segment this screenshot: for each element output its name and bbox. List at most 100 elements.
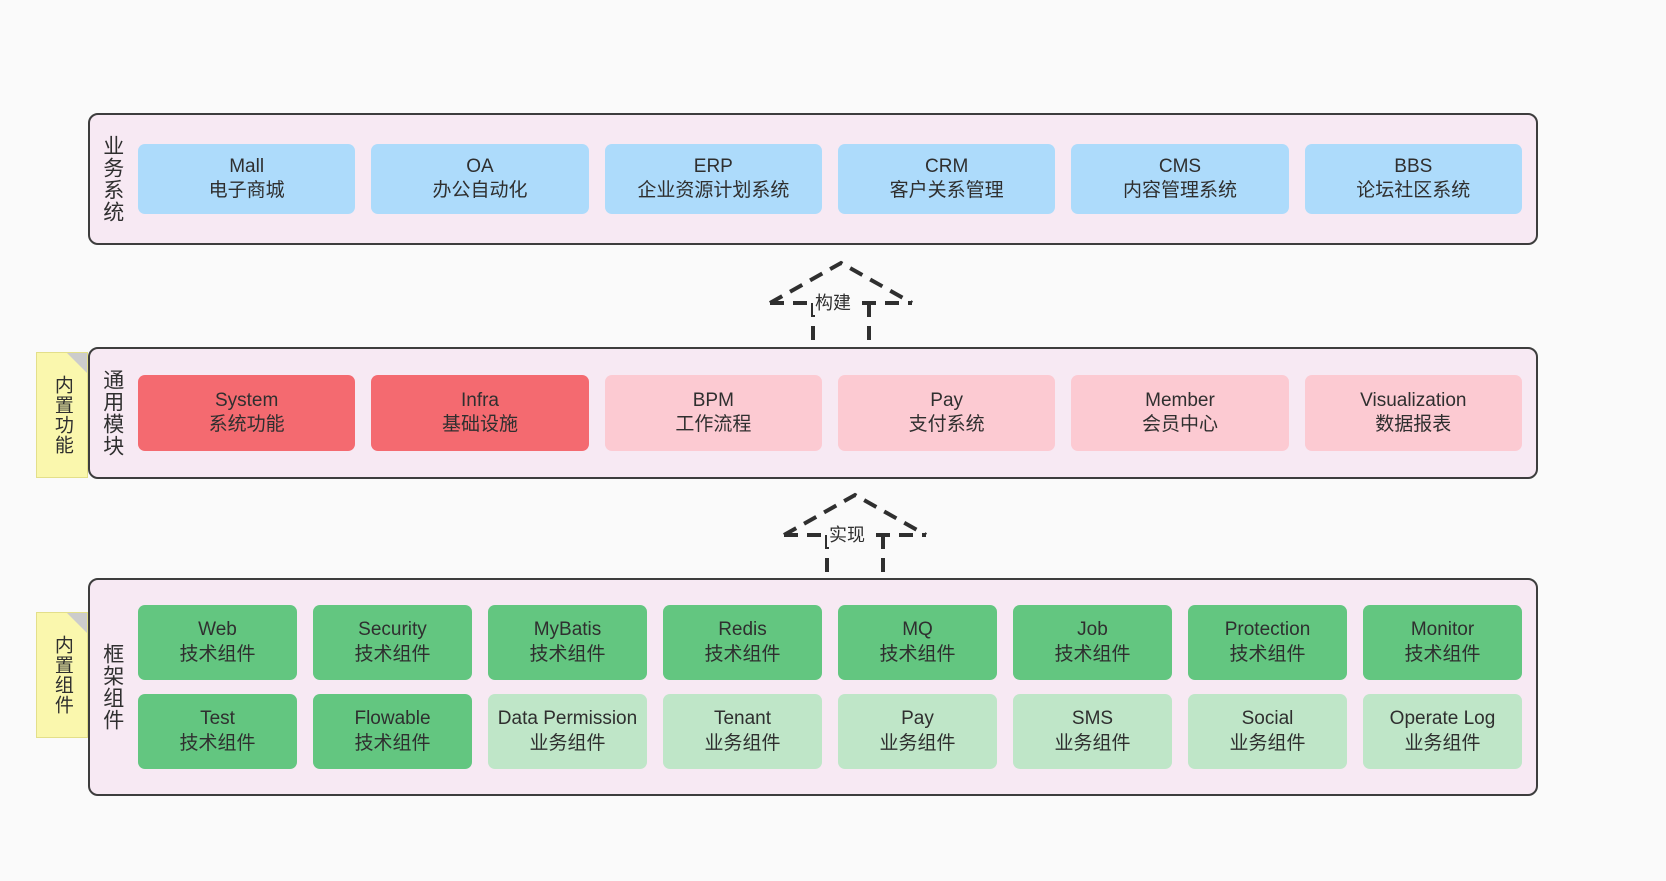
- node-subtitle: 办公自动化: [432, 180, 528, 201]
- node-test[interactable]: Test 技术组件: [138, 694, 297, 769]
- business-node-row: Mall 电子商城 OA 办公自动化 ERP 企业资源计划系统 CRM 客户关系…: [138, 144, 1522, 214]
- node-title: OA: [466, 155, 494, 177]
- node-title: Job: [1077, 619, 1108, 641]
- node-security[interactable]: Security 技术组件: [313, 605, 472, 680]
- node-mq[interactable]: MQ 技术组件: [838, 605, 997, 680]
- node-subtitle: 技术组件: [179, 643, 256, 665]
- node-subtitle: 业务组件: [704, 732, 781, 754]
- node-subtitle: 业务组件: [1229, 732, 1306, 754]
- node-subtitle: 支付系统: [908, 414, 985, 435]
- node-subtitle: 技术组件: [354, 732, 431, 754]
- node-title: Test: [200, 708, 235, 730]
- node-system[interactable]: System 系统功能: [138, 375, 356, 451]
- node-title: BPM: [692, 389, 734, 411]
- note-label: 内置组件: [51, 635, 73, 715]
- layer-label-common: 通用模块: [100, 369, 124, 457]
- node-title: Pay: [901, 708, 934, 730]
- node-bbs[interactable]: BBS 论坛社区系统: [1304, 144, 1522, 214]
- framework-tech-row: Web 技术组件 Security 技术组件 MyBatis 技术组件 Redi…: [138, 605, 1522, 680]
- node-title: Protection: [1224, 619, 1311, 641]
- node-title: Member: [1145, 389, 1215, 411]
- node-subtitle: 技术组件: [179, 732, 256, 754]
- node-monitor[interactable]: Monitor 技术组件: [1363, 605, 1522, 680]
- node-tenant[interactable]: Tenant 业务组件: [663, 694, 822, 769]
- node-subtitle: 技术组件: [354, 643, 431, 665]
- connector-realize-label: 实现: [827, 521, 867, 547]
- node-title: CRM: [925, 155, 969, 177]
- framework-business-row: Test 技术组件 Flowable 技术组件 Data Permission …: [138, 694, 1522, 769]
- node-mybatis[interactable]: MyBatis 技术组件: [488, 605, 647, 680]
- node-sms[interactable]: SMS 业务组件: [1013, 694, 1172, 769]
- node-job[interactable]: Job 技术组件: [1013, 605, 1172, 680]
- node-operate-log[interactable]: Operate Log 业务组件: [1363, 694, 1522, 769]
- node-title: Web: [198, 619, 237, 641]
- node-subtitle: 技术组件: [704, 643, 781, 665]
- layer-label-business: 业务系统: [100, 135, 124, 223]
- node-subtitle: 业务组件: [529, 732, 606, 754]
- node-subtitle: 工作流程: [675, 414, 752, 435]
- node-subtitle: 业务组件: [879, 732, 956, 754]
- note-fold-corner-icon: [67, 353, 87, 373]
- node-title: CMS: [1158, 155, 1202, 177]
- node-erp[interactable]: ERP 企业资源计划系统: [604, 144, 822, 214]
- node-social[interactable]: Social 业务组件: [1188, 694, 1347, 769]
- node-title: Redis: [718, 619, 767, 641]
- node-title: ERP: [693, 155, 733, 177]
- node-title: MyBatis: [533, 619, 602, 641]
- node-subtitle: 业务组件: [1054, 732, 1131, 754]
- layer-label-framework: 框架组件: [100, 643, 124, 731]
- node-subtitle: 论坛社区系统: [1356, 180, 1471, 201]
- layer-common-modules: 通用模块 System 系统功能 Infra 基础设施 BPM 工作流程 Pay: [88, 347, 1538, 479]
- node-subtitle: 技术组件: [529, 643, 606, 665]
- node-title: Visualization: [1360, 389, 1467, 411]
- node-pay[interactable]: Pay 支付系统: [837, 375, 1056, 451]
- node-subtitle: 技术组件: [879, 643, 956, 665]
- node-subtitle: 客户关系管理: [889, 180, 1004, 201]
- node-subtitle: 基础设施: [441, 414, 518, 435]
- layer-business-systems: 业务系统 Mall 电子商城 OA 办公自动化 ERP 企业资源计划系统 CRM: [88, 113, 1538, 245]
- note-builtin-function: 内置功能: [36, 352, 88, 478]
- node-pay-component[interactable]: Pay 业务组件: [838, 694, 997, 769]
- node-flowable[interactable]: Flowable 技术组件: [313, 694, 472, 769]
- node-title: Infra: [460, 389, 499, 411]
- node-data-permission[interactable]: Data Permission 业务组件: [488, 694, 647, 769]
- note-builtin-component: 内置组件: [36, 612, 88, 738]
- note-fold-corner-icon: [67, 613, 87, 633]
- node-subtitle: 技术组件: [1054, 643, 1131, 665]
- node-title: Operate Log: [1389, 708, 1496, 730]
- node-title: SMS: [1071, 708, 1114, 730]
- node-mall[interactable]: Mall 电子商城: [138, 144, 356, 214]
- node-redis[interactable]: Redis 技术组件: [663, 605, 822, 680]
- node-title: MQ: [902, 619, 933, 641]
- node-title: Pay: [930, 389, 964, 411]
- node-title: Mall: [229, 155, 265, 177]
- node-web[interactable]: Web 技术组件: [138, 605, 297, 680]
- layer-body-common: System 系统功能 Infra 基础设施 BPM 工作流程 Pay 支付系统…: [134, 349, 1536, 477]
- node-crm[interactable]: CRM 客户关系管理: [837, 144, 1056, 214]
- node-visualization[interactable]: Visualization 数据报表: [1304, 375, 1522, 451]
- note-label: 内置功能: [51, 375, 73, 455]
- node-cms[interactable]: CMS 内容管理系统: [1071, 144, 1289, 214]
- common-node-row: System 系统功能 Infra 基础设施 BPM 工作流程 Pay 支付系统…: [138, 375, 1522, 451]
- node-oa[interactable]: OA 办公自动化: [371, 144, 589, 214]
- node-protection[interactable]: Protection 技术组件: [1188, 605, 1347, 680]
- node-infra[interactable]: Infra 基础设施: [371, 375, 589, 451]
- node-title: Flowable: [354, 708, 431, 730]
- node-subtitle: 技术组件: [1404, 643, 1481, 665]
- node-title: BBS: [1394, 155, 1433, 177]
- node-subtitle: 数据报表: [1375, 414, 1452, 435]
- connector-build-label: 构建: [813, 289, 853, 315]
- layer-body-business: Mall 电子商城 OA 办公自动化 ERP 企业资源计划系统 CRM 客户关系…: [134, 115, 1536, 243]
- layer-body-framework: Web 技术组件 Security 技术组件 MyBatis 技术组件 Redi…: [134, 580, 1536, 794]
- node-subtitle: 技术组件: [1229, 643, 1306, 665]
- layer-framework-components: 框架组件 Web 技术组件 Security 技术组件 MyBatis 技术组件…: [88, 578, 1538, 796]
- node-title: Social: [1241, 708, 1294, 730]
- node-bpm[interactable]: BPM 工作流程: [604, 375, 822, 451]
- node-title: Tenant: [713, 708, 772, 730]
- node-subtitle: 电子商城: [208, 180, 285, 201]
- node-member[interactable]: Member 会员中心: [1071, 375, 1289, 451]
- node-title: Security: [358, 619, 427, 641]
- node-subtitle: 会员中心: [1141, 414, 1218, 435]
- node-title: Data Permission: [497, 708, 638, 730]
